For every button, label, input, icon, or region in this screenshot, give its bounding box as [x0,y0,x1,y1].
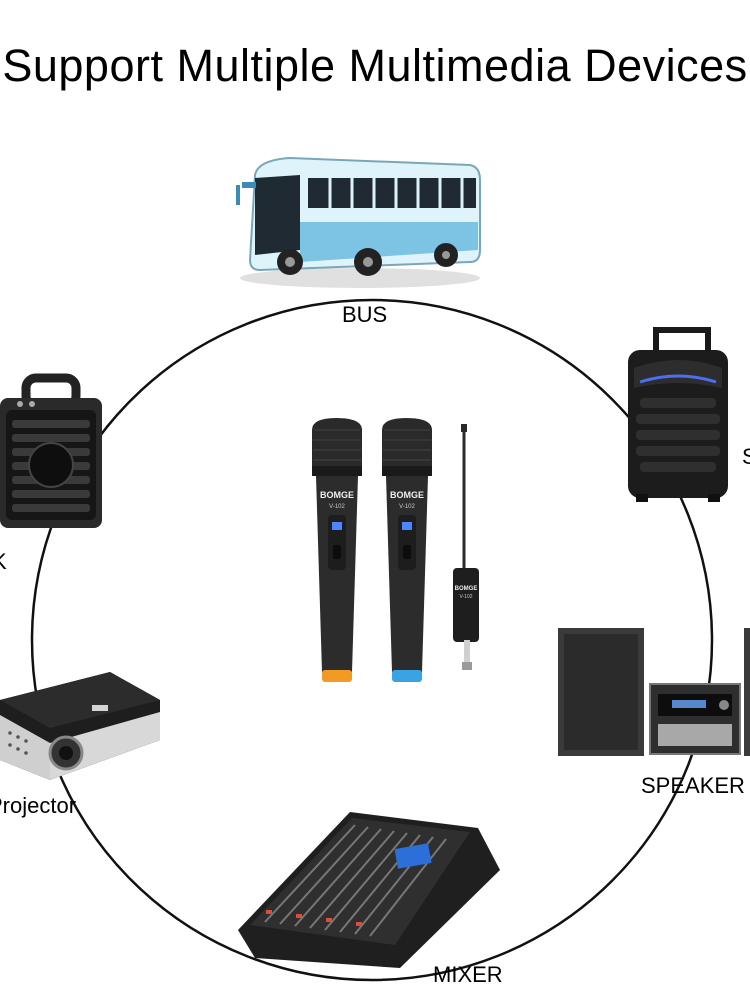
audio-mixer-illustration [238,812,500,968]
label-speaker-right-cut: S [742,444,750,469]
mic-right-brand: BOMGE [390,490,424,500]
receiver-unit [453,424,479,670]
connection-ring [30,298,714,982]
page-title: Support Multiple Multimedia Devices [2,40,748,91]
bus-illustration [236,156,481,288]
label-bus: BUS [342,302,388,327]
label-projector: Projector [0,793,77,818]
trolley-speaker-illustration [628,327,728,502]
receiver-model: V-102 [459,594,472,600]
hifi-speaker-system-illustration [558,628,750,756]
label-mixer: MIXER [433,962,503,987]
boombox-speaker-illustration [0,373,102,528]
microphone-right [382,418,432,682]
projector-illustration [0,672,160,780]
mic-left-model: V-102 [329,504,345,510]
label-speakers: SPEAKER [641,773,745,798]
receiver-brand: BOMGE [455,586,478,592]
mic-left-brand: BOMGE [320,490,354,500]
label-boombox-cut: K [0,549,7,575]
microphone-left [312,418,362,682]
mic-right-model: V-102 [399,504,415,510]
